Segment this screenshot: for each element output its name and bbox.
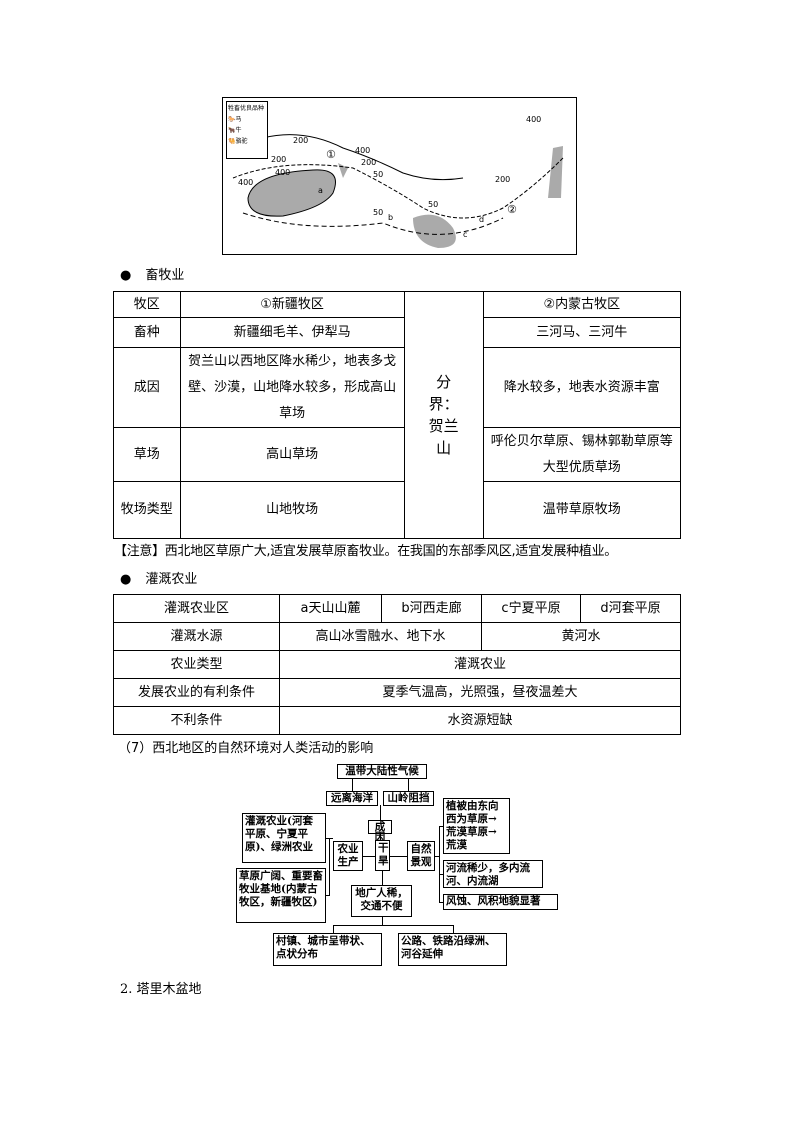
- table-row: 灌溉农业区 a天山山麓 b河西走廊 c宁夏平原 d河套平原: [113, 594, 681, 623]
- vegetation-box: 植被由东向西为草原→荒漠草原→荒漠: [443, 798, 510, 854]
- rivers-box: 河流稀少，多内流河、内流湖: [443, 860, 543, 888]
- table-row: 草场 高山草场 呼伦贝尔草原、锡林郭勒草原等大型优质草场: [113, 427, 682, 482]
- cell: 灌溉水源: [113, 622, 280, 651]
- contour-label: 50: [373, 170, 384, 179]
- region-1-label: ①: [326, 148, 336, 161]
- table-row: 不利条件 水资源短缺: [113, 706, 681, 735]
- agriculture-box: 农业生产: [333, 841, 363, 871]
- contour-label: 400: [275, 168, 291, 177]
- contour-label: 400: [355, 146, 371, 155]
- cell: 灌溉农业: [279, 650, 681, 679]
- section-heading-irrigation: ●灌溉农业: [120, 572, 198, 587]
- section-heading-tarim: 2. 塔里木盆地: [120, 982, 202, 997]
- cell: b河西走廊: [381, 594, 482, 623]
- contour-label: 200: [495, 175, 511, 184]
- cell: ①新疆牧区: [179, 291, 405, 318]
- cell: ②内蒙古牧区: [482, 291, 682, 318]
- cell: 发展农业的有利条件: [113, 678, 280, 707]
- cell: 成因: [113, 347, 181, 428]
- label-c: c: [463, 230, 468, 239]
- table-row: 牧场类型 山地牧场 温带草原牧场: [113, 481, 682, 539]
- map-legend: 牲畜优良品种 🐎马 🐂牛 🐫骆驼: [226, 101, 268, 159]
- cell: 高山冰雪融水、地下水: [279, 622, 482, 651]
- table-row: 农业类型 灌溉农业: [113, 650, 681, 679]
- cell: 草场: [113, 427, 181, 482]
- roads-box: 公路、铁路沿绿洲、河谷延伸: [398, 933, 507, 966]
- irrigation-table: 灌溉农业区 a天山山麓 b河西走廊 c宁夏平原 d河套平原 灌溉水源 高山冰雪融…: [113, 594, 681, 735]
- table-row: 灌溉水源 高山冰雪融水、地下水 黄河水: [113, 622, 681, 651]
- note-text: 【注意】西北地区草原广大,适宜发展草原畜牧业。在我国的东部季风区,适宜发展种植业…: [114, 544, 617, 559]
- contour-label: 200: [293, 136, 309, 145]
- sparse-box: 地广人稀，交通不便: [351, 885, 412, 917]
- cell: 农业类型: [113, 650, 280, 679]
- cell: 不利条件: [113, 706, 280, 735]
- table-row: 发展农业的有利条件 夏季气温高，光照强，昼夜温差大: [113, 678, 681, 707]
- cell: 灌溉农业区: [113, 594, 280, 623]
- cell: c宁夏平原: [481, 594, 581, 623]
- cell: 畜种: [113, 317, 181, 348]
- cell: 温带草原牧场: [482, 481, 682, 539]
- map-drawing: [232, 134, 564, 248]
- mountain-box: 山岭阻挡: [383, 791, 434, 806]
- cell: 贺兰山以西地区降水稀少，地表多戈壁、沙漠，山地降水较多，形成高山草场: [179, 347, 405, 428]
- cell: a天山山麓: [279, 594, 382, 623]
- contour-label: 50: [373, 208, 384, 217]
- label-a: a: [318, 186, 323, 195]
- cell: 黄河水: [481, 622, 681, 651]
- legend-camel: 🐫骆驼: [228, 138, 248, 145]
- drought-box: 干旱: [375, 840, 390, 871]
- cell: 牧场类型: [113, 481, 181, 539]
- region-2-label: ②: [507, 203, 517, 216]
- label-d: d: [479, 215, 485, 224]
- nature-box: 自然景观: [407, 841, 435, 871]
- irrigation-box: 灌溉农业(河套平原、宁夏平原)、绿洲农业: [242, 813, 326, 863]
- divider-cell: 分界：贺兰山: [403, 291, 484, 539]
- contour-label: 400: [526, 115, 542, 124]
- pastoral-regions-table: 牧区 ①新疆牧区 分界：贺兰山 ②内蒙古牧区 畜种 新疆细毛羊、伊犁马 三河马、…: [113, 291, 682, 539]
- cell: 夏季气温高，光照强，昼夜温差大: [279, 678, 681, 707]
- table-row: 成因 贺兰山以西地区降水稀少，地表多戈壁、沙漠，山地降水较多，形成高山草场 降水…: [113, 347, 682, 428]
- legend-title: 牲畜优良品种: [228, 105, 265, 112]
- cell: 呼伦贝尔草原、锡林郭勒草原等大型优质草场: [482, 427, 682, 482]
- northwest-livestock-map: 牲畜优良品种 🐎马 🐂牛 🐫骆驼 ① ② a b c d 200 200 400…: [222, 97, 577, 255]
- cell: 新疆细毛羊、伊犁马: [179, 317, 405, 348]
- grassland-box: 草原广阔、重要畜牧业基地(内蒙古牧区，新疆牧区): [236, 868, 326, 923]
- label-b: b: [388, 213, 394, 222]
- section-heading-livestock: ●畜牧业: [120, 268, 185, 283]
- cell: 牧区: [113, 291, 181, 318]
- far-sea-box: 远离海洋: [326, 791, 378, 806]
- contour-label: 200: [361, 158, 377, 167]
- contour-label: 50: [428, 200, 439, 209]
- contour-label: 400: [238, 178, 254, 187]
- cell: 山地牧场: [179, 481, 405, 539]
- wind-box: 风蚀、风积地貌显著: [443, 894, 558, 910]
- legend-horse: 🐎马: [228, 116, 242, 123]
- cell: 降水较多，地表水资源丰富: [482, 347, 682, 428]
- towns-box: 村镇、城市呈带状、点状分布: [273, 933, 382, 966]
- cell: 水资源短缺: [279, 706, 681, 735]
- section-heading-impact: （7）西北地区的自然环境对人类活动的影响: [118, 741, 374, 756]
- cell: 三河马、三河牛: [482, 317, 682, 348]
- table-row: 畜种 新疆细毛羊、伊犁马 三河马、三河牛: [113, 317, 682, 348]
- cell: d河套平原: [580, 594, 681, 623]
- climate-box: 温带大陆性气候: [337, 764, 427, 779]
- cell: 高山草场: [179, 427, 405, 482]
- cause-box: 成因: [368, 820, 392, 842]
- table-row: 牧区 ①新疆牧区 分界：贺兰山 ②内蒙古牧区: [113, 291, 682, 539]
- legend-cattle: 🐂牛: [228, 127, 242, 134]
- contour-label: 200: [271, 155, 287, 164]
